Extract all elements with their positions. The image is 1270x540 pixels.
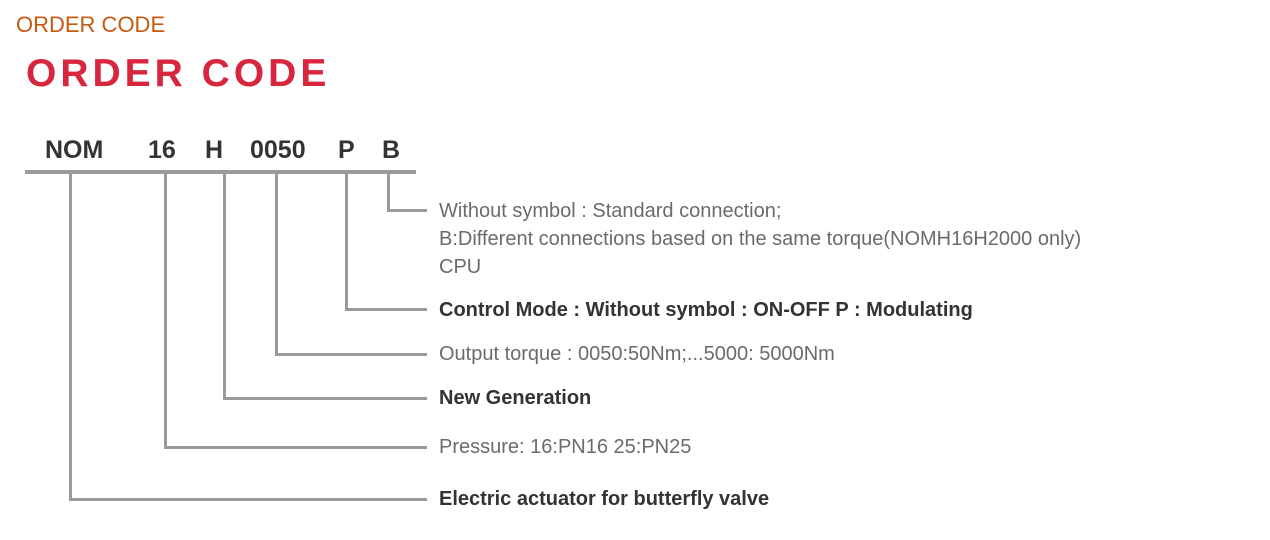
pressure-description: Pressure: 16:PN16 25:PN25 xyxy=(439,436,692,458)
code-pressure: 16 xyxy=(148,136,176,164)
code-generation: H xyxy=(205,136,224,164)
type-description: Electric actuator for butterfly valve xyxy=(439,488,770,510)
order-code-title: ORDER CODE xyxy=(26,52,331,95)
connection-cpu: CPU xyxy=(439,256,482,278)
output-torque-description: Output torque : 0050:50Nm;...5000: 5000N… xyxy=(439,343,835,365)
control-mode-description: Control Mode : Without symbol : ON-OFF P… xyxy=(439,299,973,321)
code-nom: NOM xyxy=(45,136,104,164)
connection-standard: Without symbol : Standard connection; xyxy=(439,200,782,222)
code-connection: B xyxy=(382,136,401,164)
page-heading: ORDER CODE xyxy=(16,12,166,37)
generation-description: New Generation xyxy=(439,387,592,409)
connection-description: Without symbol : Standard connection; B:… xyxy=(439,197,1081,281)
code-torque: 0050 xyxy=(250,136,306,164)
connection-b: B:Different connections based on the sam… xyxy=(439,228,1082,250)
code-control: P xyxy=(338,136,355,164)
